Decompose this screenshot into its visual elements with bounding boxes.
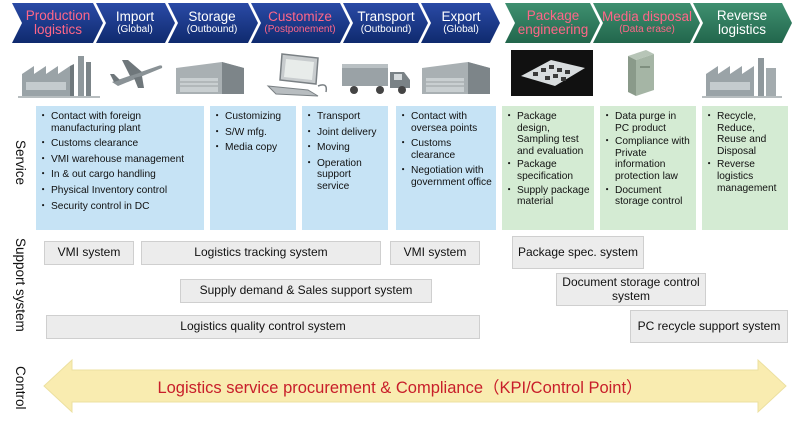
- stage-label: Transport: [357, 9, 415, 25]
- service-item: Contact with foreign manufacturing plant: [38, 111, 200, 134]
- stage-chevron-storage: [168, 3, 258, 43]
- service-item: Recycle, Reduce, Reuse and Disposal: [704, 111, 784, 157]
- stage-sublabel: (Global): [443, 24, 479, 36]
- system-box-document-storage: Document storage control system: [556, 273, 706, 306]
- recycle-plant-icon: [702, 58, 782, 98]
- stage-label: Export: [441, 9, 481, 25]
- service-item: Transport: [304, 111, 384, 123]
- stage-chevron-package: [505, 3, 600, 43]
- stage-chevron-export: [421, 3, 500, 43]
- service-box-reverse: Recycle, Reduce, Reuse and Disposal Reve…: [702, 106, 788, 230]
- service-item: Media copy: [212, 142, 292, 154]
- service-list: Transport Joint delivery Moving Operatio…: [304, 111, 384, 193]
- service-item: Package design, Sampling test and evalua…: [504, 111, 590, 157]
- service-item: Moving: [304, 142, 384, 154]
- truck-icon: [342, 64, 410, 94]
- system-box-pc-recycle: PC recycle support system: [630, 310, 788, 343]
- service-item: Package specification: [504, 159, 590, 182]
- stage-label-line2: logistics: [33, 22, 82, 37]
- stage-label: Customize: [268, 9, 332, 25]
- circuit-board-icon: [511, 50, 593, 96]
- stage-label-line2: engineering: [517, 22, 589, 37]
- warehouse-icon: [176, 62, 244, 94]
- service-item: Operation support service: [304, 158, 384, 193]
- stage-transport: Transport (Outbound): [348, 3, 424, 43]
- stage-export: Export (Global): [425, 3, 497, 43]
- stage-sublabel: (Outbound): [360, 24, 412, 36]
- stage-chevron-transport: [343, 3, 428, 43]
- service-list: Recycle, Reduce, Reuse and Disposal Reve…: [704, 111, 784, 194]
- stage-chevron-reverse: [693, 3, 792, 43]
- factory-icon: [18, 56, 100, 98]
- system-box-logistics-tracking: Logistics tracking system: [141, 241, 381, 265]
- stage-package-engineering: Package engineering: [509, 3, 597, 43]
- service-item: Document storage control: [602, 185, 692, 208]
- warehouse-icon: [422, 62, 490, 94]
- service-item: Supply package material: [504, 185, 590, 208]
- service-box-transport: Transport Joint delivery Moving Operatio…: [302, 106, 388, 230]
- stage-label-line2: logistics: [717, 22, 766, 37]
- computer-icon: [266, 53, 328, 97]
- section-label-support-system: Support system: [13, 238, 28, 332]
- service-list: Customizing S/W mfg. Media copy: [212, 111, 292, 154]
- service-item: Negotiation with government office: [398, 165, 492, 188]
- service-box-export: Contact with oversea points Customs clea…: [396, 106, 496, 230]
- control-text: Logistics service procurement & Complian…: [157, 379, 643, 397]
- airplane-icon: [110, 60, 163, 88]
- stage-sublabel: (Data erase): [619, 24, 675, 36]
- stage-media-disposal: Media disposal (Data erase): [597, 3, 697, 43]
- stage-reverse-logistics: Reverse logistics: [698, 3, 786, 43]
- service-item: In & out cargo handling: [38, 169, 200, 181]
- service-item: Customs clearance: [398, 138, 492, 161]
- service-item: VMI warehouse management: [38, 154, 200, 166]
- stage-label: Storage: [188, 9, 236, 25]
- service-list: Package design, Sampling test and evalua…: [504, 111, 590, 208]
- process-stage-bar: [12, 3, 792, 43]
- service-item: Joint delivery: [304, 127, 384, 139]
- service-box-media-disposal: Data purge in PC product Compliance with…: [600, 106, 696, 230]
- system-box-package-spec: Package spec. system: [512, 236, 644, 269]
- service-list: Contact with oversea points Customs clea…: [398, 111, 492, 189]
- stage-sublabel: (Outbound): [186, 24, 238, 36]
- stage-chevron-production: [12, 3, 103, 43]
- system-box-supply-demand: Supply demand & Sales support system: [180, 279, 432, 303]
- service-item: Data purge in PC product: [602, 111, 692, 134]
- section-label-control: Control: [13, 366, 28, 410]
- service-box-package: Package design, Sampling test and evalua…: [502, 106, 594, 230]
- system-box-quality-control: Logistics quality control system: [46, 315, 480, 339]
- stage-label-line1: Package: [526, 7, 580, 23]
- stage-label: Media disposal: [601, 9, 693, 25]
- service-item: Physical Inventory control: [38, 185, 200, 197]
- stage-chevron-import: [96, 3, 175, 43]
- service-list: Contact with foreign manufacturing plant…: [38, 111, 200, 213]
- stage-storage: Storage (Outbound): [172, 3, 252, 43]
- section-label-service: Service: [13, 140, 28, 186]
- service-item: Security control in DC: [38, 201, 200, 213]
- stage-sublabel: (Postponement): [264, 24, 336, 36]
- service-item: Contact with oversea points: [398, 111, 492, 134]
- stage-import: Import (Global): [100, 3, 170, 43]
- stage-sublabel: (Global): [117, 24, 153, 36]
- service-box-production-import: Contact with foreign manufacturing plant…: [36, 106, 204, 230]
- service-item: Reverse logistics management: [704, 159, 784, 194]
- stage-chevron-customize: [251, 3, 350, 43]
- service-item: Customs clearance: [38, 138, 200, 150]
- control-double-arrow: [43, 358, 787, 414]
- system-box-vmi-left: VMI system: [44, 241, 134, 265]
- system-box-vmi-right: VMI system: [390, 241, 480, 265]
- stage-chevron-media: [593, 3, 700, 43]
- service-item: Compliance with Private information prot…: [602, 136, 692, 182]
- service-item: S/W mfg.: [212, 127, 292, 139]
- stage-label-line1: Reverse: [716, 7, 768, 23]
- server-tower-icon: [628, 50, 654, 96]
- stage-customize: Customize (Postponement): [255, 3, 345, 43]
- service-item: Customizing: [212, 111, 292, 123]
- service-box-customize: Customizing S/W mfg. Media copy: [210, 106, 296, 230]
- service-list: Data purge in PC product Compliance with…: [602, 111, 692, 208]
- stage-label: Import: [115, 9, 155, 25]
- stage-label-line1: Production: [25, 7, 91, 23]
- stage-production-logistics: Production logistics: [18, 3, 98, 43]
